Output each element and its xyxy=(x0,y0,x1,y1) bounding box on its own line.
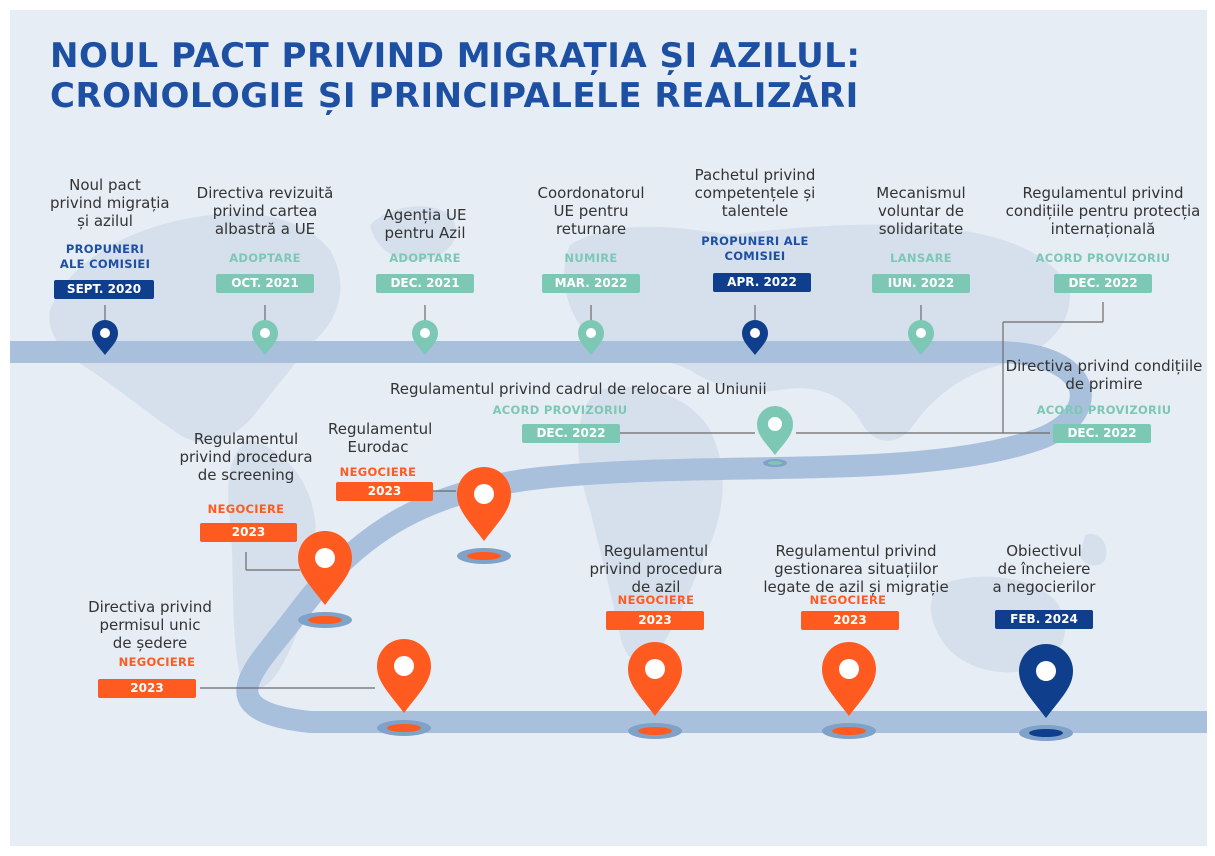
date-badge-euaa: DEC. 2021 xyxy=(376,274,474,293)
timeline-road xyxy=(10,341,1207,733)
map-pin-icon xyxy=(1019,644,1073,741)
map-pin-icon xyxy=(628,642,682,739)
map-pin-icon xyxy=(457,467,511,564)
date-badge-asylum-procedure: 2023 xyxy=(606,611,704,630)
milestone-pins xyxy=(92,320,934,355)
large-pins xyxy=(298,406,1073,741)
map-pin-icon xyxy=(578,320,604,355)
stage-label-reception: ACORD PROVIZORIU xyxy=(1036,403,1172,417)
date-badge-pact: SEPT. 2020 xyxy=(54,280,154,299)
date-badge-resettlement: DEC. 2022 xyxy=(522,424,620,443)
date-badge-return-coordinator: MAR. 2022 xyxy=(542,274,640,293)
stage-label-euaa: ADOPTARE xyxy=(389,251,461,265)
stage-label-qualification: ACORD PROVIZORIU xyxy=(1035,251,1171,265)
milestone-label-resettlement: Regulamentul privind cadrul de relocare … xyxy=(390,380,767,398)
map-pin-icon xyxy=(757,406,793,467)
title-line-2: CRONOLOGIE ȘI PRINCIPALELE REALIZĂRI xyxy=(50,76,859,116)
title-line-1: NOUL PACT PRIVIND MIGRAȚIA ȘI AZILUL: xyxy=(50,36,861,76)
map-pin-icon xyxy=(252,320,278,355)
date-badge-single-permit: 2023 xyxy=(98,679,196,698)
map-pin-icon xyxy=(822,642,876,739)
date-badge-blue-card: OCT. 2021 xyxy=(216,274,314,293)
date-badge-objective: FEB. 2024 xyxy=(995,610,1093,629)
date-badge-skills: APR. 2022 xyxy=(713,273,811,292)
map-pin-icon xyxy=(742,320,768,355)
date-badge-reception: DEC. 2022 xyxy=(1053,424,1151,443)
page-title: NOUL PACT PRIVIND MIGRAȚIA ȘI AZILUL: CR… xyxy=(50,36,860,116)
date-badge-qualification: DEC. 2022 xyxy=(1054,274,1152,293)
stage-label-blue-card: ADOPTARE xyxy=(229,251,301,265)
map-pin-icon xyxy=(908,320,934,355)
map-pin-icon xyxy=(298,531,352,628)
stage-label-solidarity: LANSARE xyxy=(890,251,952,265)
date-badge-screening: 2023 xyxy=(200,523,297,542)
date-badge-eurodac: 2023 xyxy=(336,482,433,501)
stage-label-resettlement: ACORD PROVIZORIU xyxy=(492,403,628,417)
stage-label-asylum-procedure: NEGOCIERE xyxy=(617,593,695,607)
date-badge-solidarity: IUN. 2022 xyxy=(872,274,970,293)
date-badge-asylum-management: 2023 xyxy=(801,611,899,630)
map-pin-icon xyxy=(92,320,118,355)
stage-label-screening: NEGOCIERE xyxy=(207,502,285,516)
stage-label-return-coordinator: NUMIRE xyxy=(564,251,618,265)
map-pin-icon xyxy=(377,639,431,736)
stage-label-eurodac: NEGOCIERE xyxy=(339,465,417,479)
connector-lines xyxy=(104,302,1104,689)
map-pin-icon xyxy=(412,320,438,355)
stage-label-asylum-management: NEGOCIERE xyxy=(809,593,887,607)
infographic-canvas: NOUL PACT PRIVIND MIGRAȚIA ȘI AZILUL: CR… xyxy=(10,10,1207,846)
stage-label-single-permit: NEGOCIERE xyxy=(118,655,196,669)
